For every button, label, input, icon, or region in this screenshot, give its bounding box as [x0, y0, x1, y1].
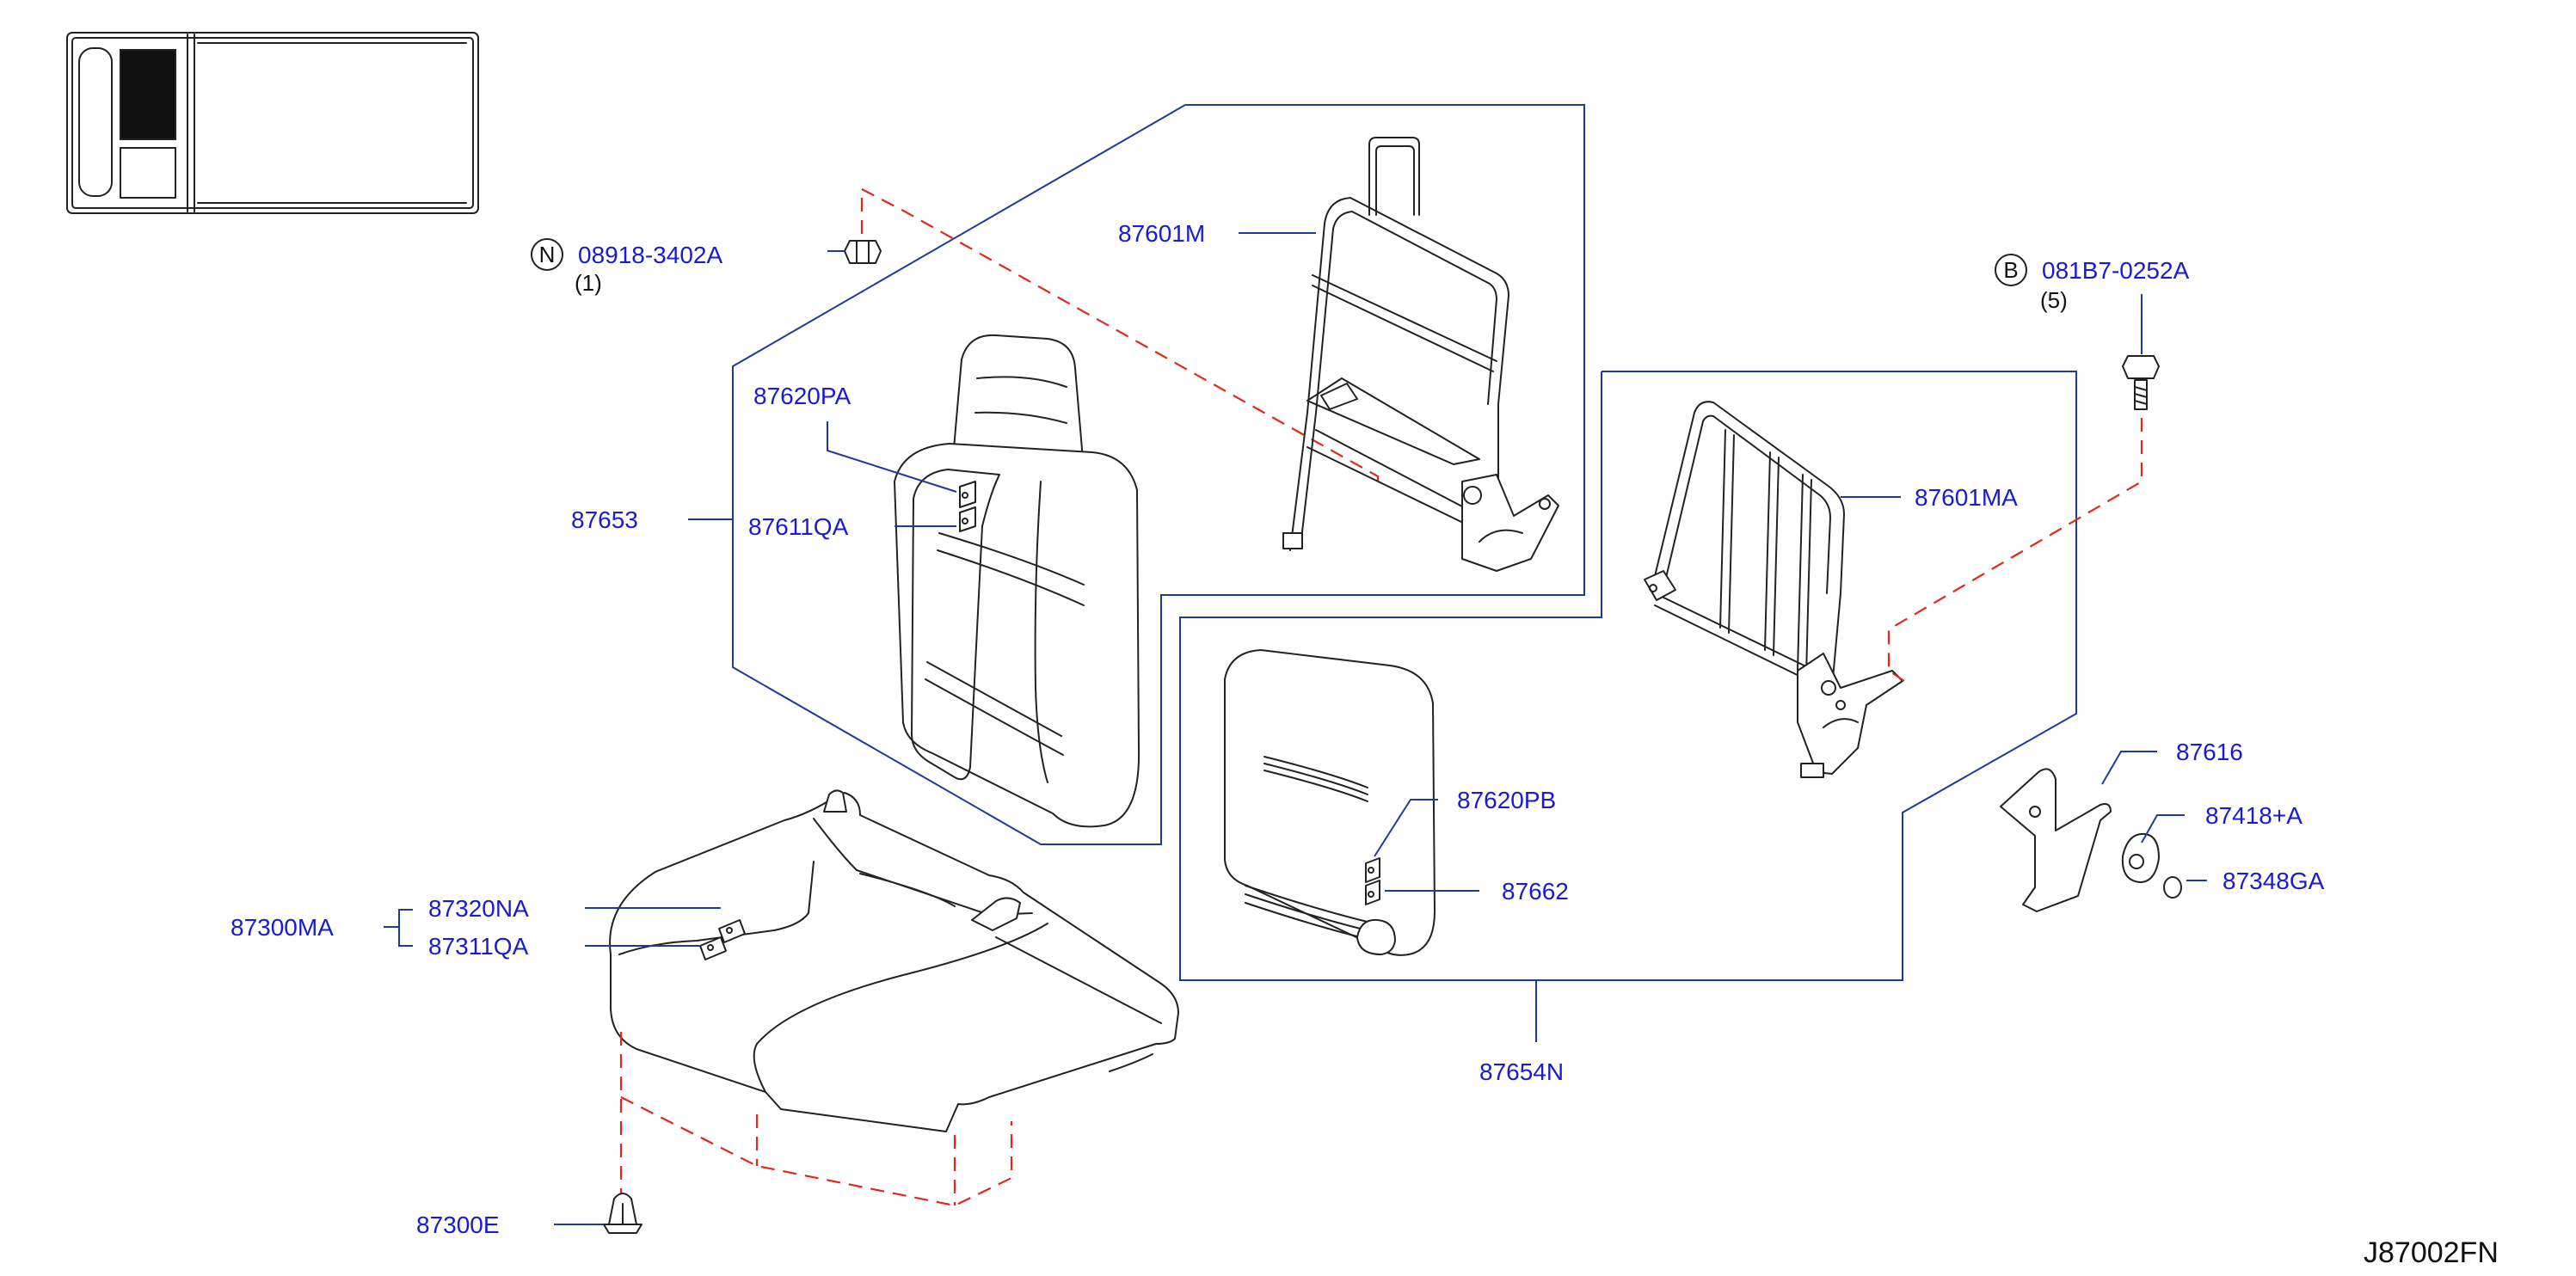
label-87611QA[interactable]: 87611QA — [748, 513, 849, 540]
bolt-fastener-icon — [2122, 355, 2160, 410]
assembly-outline-87654N — [1179, 371, 2077, 981]
leader-lines — [384, 232, 2207, 1225]
seat-back-frame-87601MA — [1644, 401, 1903, 778]
cap-87348GA-icon — [2163, 876, 2182, 899]
bolt-quantity: (5) — [2040, 287, 2068, 313]
nut-fastener-icon — [844, 240, 882, 264]
nut-quantity: (1) — [575, 270, 602, 296]
bolt-symbol: B — [2003, 257, 2018, 283]
label-87653[interactable]: 87653 — [571, 506, 638, 533]
label-87601M[interactable]: 87601M — [1118, 220, 1205, 247]
label-87320NA[interactable]: 87320NA — [428, 895, 529, 922]
vehicle-locator-icon — [66, 32, 479, 214]
label-87300MA[interactable]: 87300MA — [231, 914, 334, 941]
seat-back-upholstery — [894, 334, 1140, 828]
label-87620PA[interactable]: 87620PA — [753, 383, 851, 409]
seat-cushion-upholstery — [609, 789, 1179, 1132]
bolt-symbol-badge — [1995, 254, 2027, 286]
seat-back-frame-87601M — [1282, 137, 1559, 572]
label-87662[interactable]: 87662 — [1502, 878, 1569, 905]
nut-symbol-badge — [531, 238, 563, 271]
label-87616[interactable]: 87616 — [2176, 739, 2243, 765]
diagram-code: J87002FN — [2364, 1236, 2499, 1269]
label-87601MA[interactable]: 87601MA — [1915, 484, 2018, 511]
label-87418A[interactable]: 87418+A — [2205, 802, 2302, 829]
nut-part-number[interactable]: 08918-3402A — [578, 242, 722, 268]
label-87300E[interactable]: 87300E — [416, 1212, 500, 1238]
label-87654N[interactable]: 87654N — [1479, 1058, 1564, 1085]
nut-symbol: N — [539, 242, 556, 267]
clip-87300E-icon — [603, 1193, 642, 1234]
bracket-87616-icon — [2000, 768, 2112, 912]
knob-87418A-icon — [2121, 832, 2160, 883]
label-87620PB[interactable]: 87620PB — [1457, 787, 1556, 813]
seat-back-cushion — [1224, 649, 1436, 956]
label-87348GA[interactable]: 87348GA — [2222, 868, 2325, 894]
assembly-outline-87653 — [732, 104, 1585, 845]
bolt-part-number[interactable]: 081B7-0252A — [2042, 257, 2190, 284]
label-87311QA[interactable]: 87311QA — [428, 933, 529, 960]
